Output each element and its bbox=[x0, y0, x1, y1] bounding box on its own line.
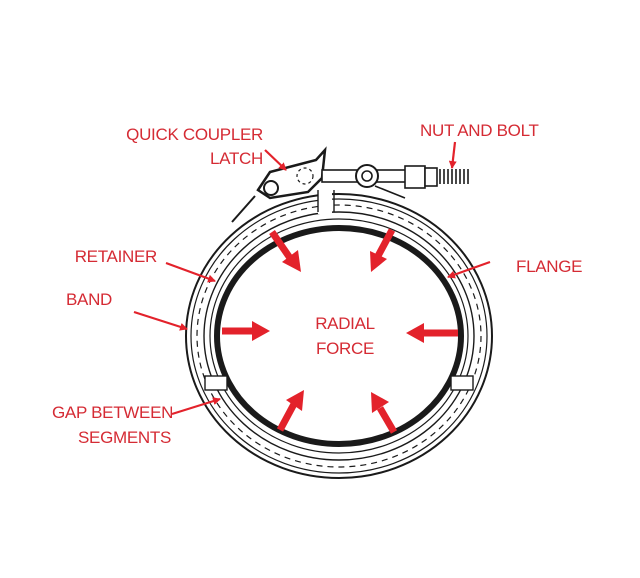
flange bbox=[214, 225, 464, 447]
label-latch: LATCH bbox=[210, 149, 263, 168]
label-retainer: RETAINER bbox=[75, 247, 157, 266]
label-band: BAND bbox=[66, 290, 112, 309]
label-gap-between: GAP BETWEEN bbox=[52, 403, 173, 422]
radial-force-arrows bbox=[222, 228, 458, 434]
arrow-icon bbox=[374, 228, 396, 258]
label-force: FORCE bbox=[316, 339, 374, 358]
arrow-icon bbox=[269, 230, 293, 260]
segment-gaps bbox=[204, 190, 474, 391]
label-nut-and-bolt: NUT AND BOLT bbox=[420, 121, 539, 140]
label-flange: FLANGE bbox=[516, 257, 582, 276]
retainer bbox=[203, 211, 475, 461]
label-radial: RADIAL bbox=[315, 314, 375, 333]
arrow-icon bbox=[276, 402, 298, 432]
label-segments: SEGMENTS bbox=[78, 428, 171, 447]
arrow-icon bbox=[376, 406, 398, 434]
band bbox=[185, 193, 493, 479]
nut-and-bolt bbox=[321, 164, 469, 199]
pointer-lines bbox=[133, 141, 491, 416]
quick-coupler-latch bbox=[231, 146, 327, 223]
label-quick-coupler: QUICK COUPLER bbox=[126, 125, 263, 144]
